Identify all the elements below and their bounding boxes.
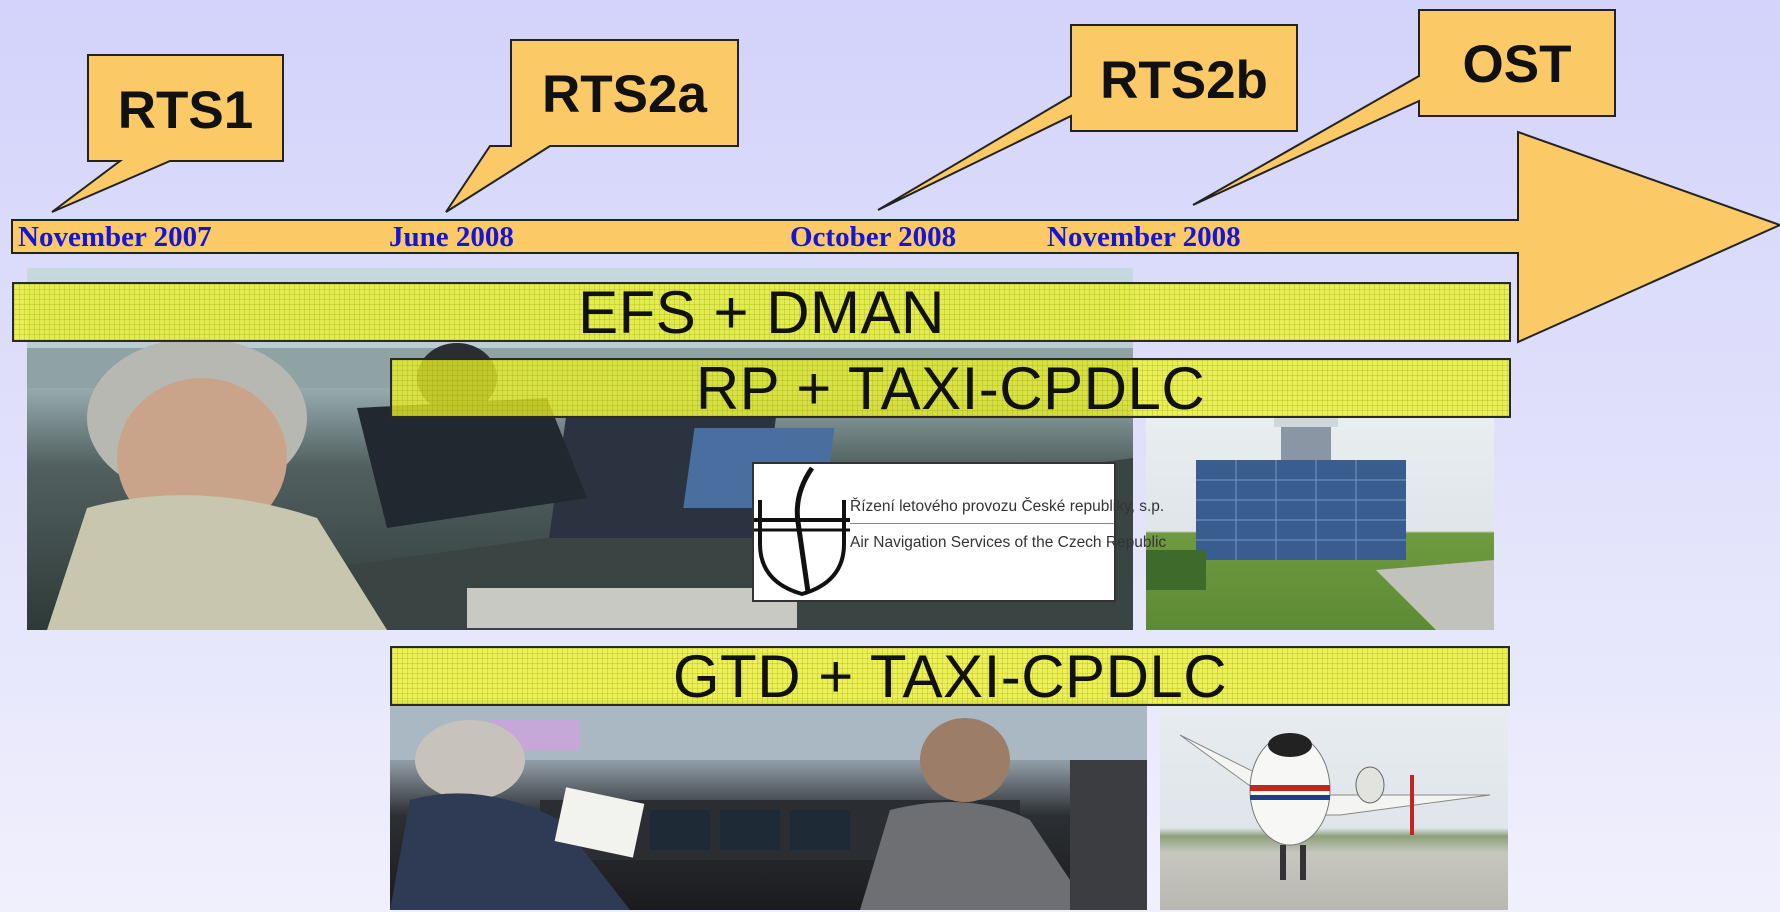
airport-building-photo bbox=[1146, 410, 1494, 630]
logo-text-czech: Řízení letového provozu České republiky,… bbox=[850, 498, 1165, 515]
ans-cr-logo-card: Řízení letového provozu České republiky,… bbox=[752, 462, 1166, 602]
logo-text-english: Air Navigation Services of the Czech Rep… bbox=[850, 534, 1167, 551]
callout-label-rts2b: RTS2b bbox=[1100, 51, 1268, 110]
band-gtd-taxi-cpdlc-label: GTD + TAXI-CPDLC bbox=[672, 642, 1228, 710]
callout-label-rts1: RTS1 bbox=[117, 81, 254, 140]
timeline-arrow bbox=[11, 130, 1780, 344]
aircraft-graphic bbox=[1179, 733, 1491, 880]
logo-divider bbox=[850, 523, 1114, 524]
band-rp-taxi-cpdlc: RP + TAXI-CPDLC bbox=[390, 355, 1511, 422]
date-june-2008: June 2008 bbox=[389, 221, 514, 253]
band-gtd-taxi-cpdlc: GTD + TAXI-CPDLC bbox=[390, 643, 1510, 710]
building-graphic bbox=[1146, 415, 1494, 630]
callout-label-ost: OST bbox=[1462, 35, 1572, 94]
cockpit-graphic bbox=[390, 700, 1147, 910]
band-rp-taxi-cpdlc-label: RP + TAXI-CPDLC bbox=[695, 354, 1206, 422]
callout-ost bbox=[1192, 9, 1616, 206]
cockpit-simulator-photo bbox=[390, 700, 1147, 910]
date-october-2008: October 2008 bbox=[790, 221, 957, 253]
ans-cr-emblem-icon bbox=[754, 466, 850, 597]
aircraft-photo bbox=[1160, 705, 1508, 910]
date-november-2008: November 2008 bbox=[1047, 221, 1241, 253]
callout-rts2b bbox=[877, 24, 1298, 211]
date-november-2007: November 2007 bbox=[18, 221, 212, 253]
callout-rts2a bbox=[445, 39, 739, 213]
band-efs-dman-label: EFS + DMAN bbox=[578, 278, 945, 346]
callout-label-rts2a: RTS2a bbox=[542, 65, 707, 124]
callout-rts1 bbox=[51, 54, 284, 213]
band-efs-dman: EFS + DMAN bbox=[12, 279, 1511, 346]
